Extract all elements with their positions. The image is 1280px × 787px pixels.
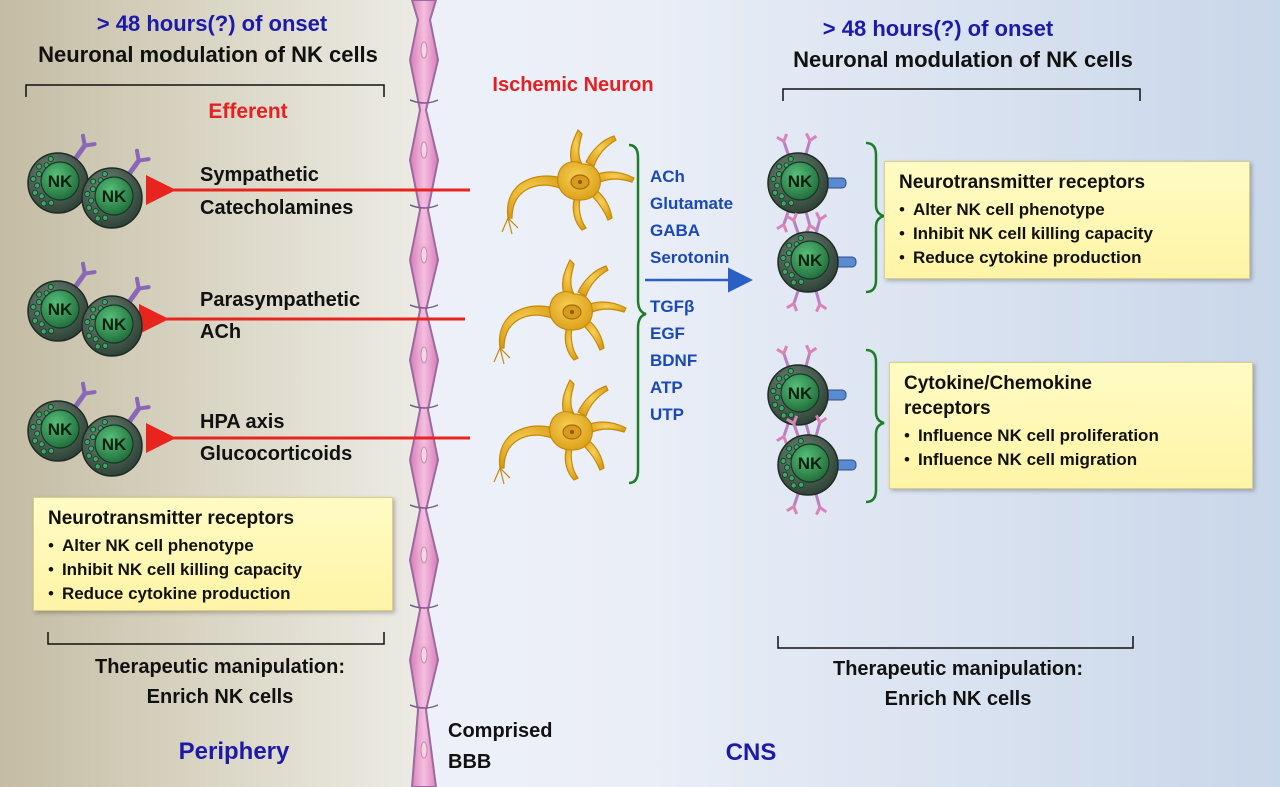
cns-top-bracket xyxy=(782,88,1141,101)
cns-onset: > 48 hours(?) of onset xyxy=(822,16,1054,41)
growth-factor-item: TGFβ xyxy=(650,297,695,316)
bbb-label-line2: BBB xyxy=(448,751,492,773)
neuron-icon xyxy=(501,128,635,235)
ischemic-neuron-label: Ischemic Neuron xyxy=(492,74,654,96)
efferent-arrows xyxy=(139,175,470,453)
periphery-receptor-box: Neurotransmitter receptors Alter NK cell… xyxy=(33,497,393,611)
nk-label: NK xyxy=(102,435,127,454)
neuron-icon xyxy=(493,378,627,485)
nk-cell-icon: NK xyxy=(81,276,151,357)
cns-bottom-bracket xyxy=(777,636,1134,649)
nk-cell-icon: NK xyxy=(777,211,857,313)
cns-receptor-box: Neurotransmitter receptors Alter NK cell… xyxy=(884,161,1250,279)
growth-factor-item: ATP xyxy=(650,378,683,397)
cns-receptor-title: Neurotransmitter receptors xyxy=(899,172,1146,193)
nk-cell-icon: NK xyxy=(27,133,97,214)
nk-label: NK xyxy=(798,454,823,473)
periphery-receptor-item: Inhibit NK cell killing capacity xyxy=(48,558,378,582)
growth-factor-item: UTP xyxy=(650,405,684,424)
periphery-heading: Neuronal modulation of NK cells xyxy=(38,42,378,67)
periphery-receptor-item: Alter NK cell phenotype xyxy=(48,534,378,558)
neuron-icon xyxy=(493,258,627,365)
cns-receptor-item: Alter NK cell phenotype xyxy=(899,198,1235,222)
nk-label: NK xyxy=(788,384,813,403)
periphery-bottom-bracket xyxy=(47,632,385,645)
catecholamines-label: Catecholamines xyxy=(200,197,354,219)
cns-cytokine-box: Cytokine/Chemokine receptors Influence N… xyxy=(889,362,1253,489)
cns-region-label: CNS xyxy=(725,739,777,766)
nk-label: NK xyxy=(798,251,823,270)
nk-cell-icon: NK xyxy=(81,396,151,477)
hpa-axis-label: HPA axis xyxy=(200,411,285,433)
ach-label: ACh xyxy=(200,321,242,343)
cns-cytokine-bracket xyxy=(865,348,885,504)
cns-receptor-item: Inhibit NK cell killing capacity xyxy=(899,222,1235,246)
neurotransmitter-item: GABA xyxy=(650,221,701,240)
neurotransmitter-item: ACh xyxy=(650,167,685,186)
nk-cell-icon: NK xyxy=(27,381,97,462)
cns-cytokine-title-line2: receptors xyxy=(904,398,991,419)
growth-factor-item: BDNF xyxy=(650,351,698,370)
neurotransmitter-item: Glutamate xyxy=(650,194,734,213)
cns-therapeutic-line1: Therapeutic manipulation: xyxy=(832,658,1084,680)
nk-label: NK xyxy=(788,172,813,191)
periphery-receptor-item: Reduce cytokine production xyxy=(48,582,378,606)
neuron-group xyxy=(493,128,635,485)
center-molecule-bracket xyxy=(628,143,647,485)
parasympathetic-label: Parasympathetic xyxy=(200,289,361,311)
nk-cell-icon: NK xyxy=(81,148,151,229)
nk-label: NK xyxy=(48,300,73,319)
periphery-background xyxy=(0,0,420,787)
glucocorticoids-label: Glucocorticoids xyxy=(200,443,353,465)
nk-label: NK xyxy=(102,187,127,206)
periphery-onset: > 48 hours(?) of onset xyxy=(96,11,328,36)
brackets xyxy=(25,84,1141,649)
cns-cytokine-item: Influence NK cell proliferation xyxy=(904,424,1238,448)
periphery-region-label: Periphery xyxy=(178,738,290,765)
bbb-label-line1: Comprised xyxy=(448,720,553,742)
periphery-top-bracket xyxy=(25,84,385,97)
periphery-receptor-title: Neurotransmitter receptors xyxy=(48,508,295,529)
periphery-therapeutic-line1: Therapeutic manipulation: xyxy=(94,656,346,678)
nk-label: NK xyxy=(102,315,127,334)
cns-therapeutic-line2: Enrich NK cells xyxy=(884,688,1032,710)
periphery-therapeutic-line2: Enrich NK cells xyxy=(146,686,294,708)
cns-heading: Neuronal modulation of NK cells xyxy=(793,47,1133,72)
nk-cell-icon: NK xyxy=(767,344,847,446)
neurotransmitter-item: Serotonin xyxy=(650,248,730,267)
growth-factor-list: TGFβ EGF BDNF ATP UTP xyxy=(650,293,697,428)
nk-cell-icon: NK xyxy=(27,261,97,342)
cns-cytokine-title-line1: Cytokine/Chemokine xyxy=(904,373,1092,394)
sympathetic-label: Sympathetic xyxy=(200,164,319,186)
cns-receptor-item: Reduce cytokine production xyxy=(899,246,1235,270)
cns-receptor-bracket xyxy=(865,141,885,294)
nk-cell-icon: NK xyxy=(777,414,857,516)
nk-label: NK xyxy=(48,172,73,191)
nk-cell-icon: NK xyxy=(767,132,847,234)
growth-factor-item: EGF xyxy=(650,324,685,343)
cns-cytokine-item: Influence NK cell migration xyxy=(904,448,1238,472)
nk-label: NK xyxy=(48,420,73,439)
nk-cells: NK NK NK NK NK NK NK NK NK NK xyxy=(27,132,857,516)
efferent-label: Efferent xyxy=(208,100,288,123)
neurotransmitter-list: ACh Glutamate GABA Serotonin xyxy=(650,163,733,271)
bbb-membrane xyxy=(408,0,440,787)
